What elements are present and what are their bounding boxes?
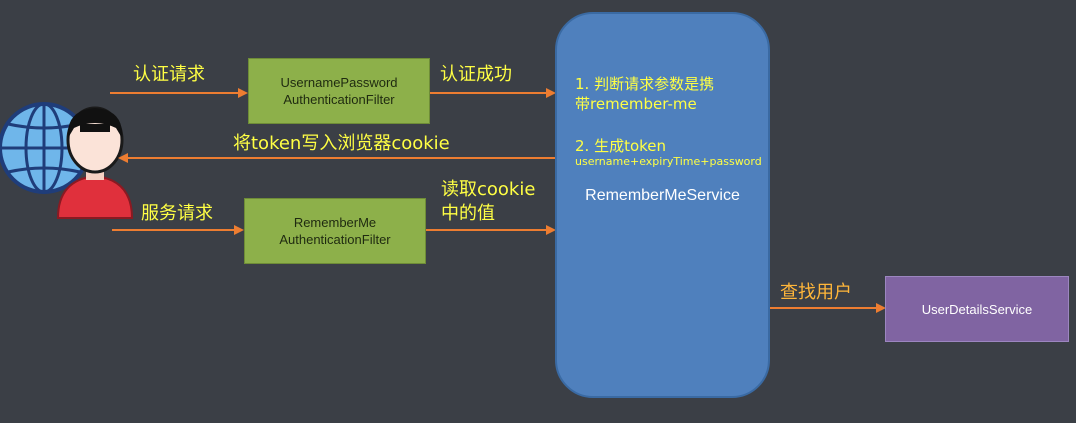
remember-me-service-node: 1. 判断请求参数是携 带remember-me 2. 生成token user… (555, 12, 770, 398)
user-icon (56, 106, 134, 219)
service-name: RememberMeService (585, 187, 740, 204)
username-password-filter-node: UsernamePassword AuthenticationFilter (248, 58, 430, 124)
username-filter-line2: AuthenticationFilter (283, 92, 395, 107)
remember-filter-line2: AuthenticationFilter (279, 232, 391, 247)
user-details-service-label: UserDetailsService (921, 301, 1033, 317)
remember-me-filter-node: RememberMe AuthenticationFilter (244, 198, 426, 264)
label-auth-success: 认证成功 (440, 64, 512, 85)
label-read-cookie-1: 读取cookie (441, 179, 536, 200)
service-step1-line2: 带remember-me (575, 95, 697, 113)
label-auth-request: 认证请求 (133, 64, 205, 85)
label-write-cookie: 将token写入浏览器cookie (233, 133, 450, 154)
username-filter-line1: UsernamePassword (280, 75, 398, 90)
user-details-service-node: UserDetailsService (885, 276, 1069, 342)
label-service-request: 服务请求 (141, 203, 213, 224)
globe-icon (0, 102, 90, 194)
remember-filter-line1: RememberMe (293, 215, 377, 230)
service-step2-detail: username+expiryTime+password (575, 155, 762, 168)
service-step1-line1: 1. 判断请求参数是携 (575, 75, 715, 93)
service-step2: 2. 生成token (575, 137, 667, 155)
label-find-user: 查找用户 (780, 282, 852, 303)
label-read-cookie-2: 中的值 (441, 203, 495, 224)
